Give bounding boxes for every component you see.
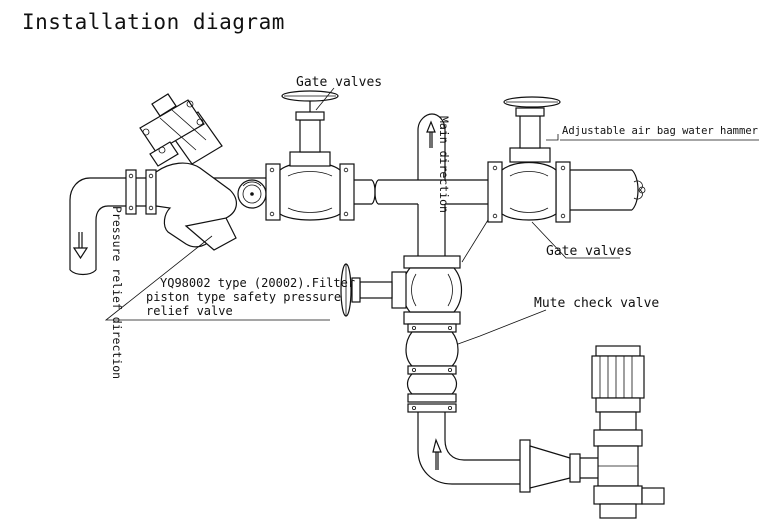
- relief-valve-label-line1: YQ98002 type (20002).Filter: [160, 276, 355, 290]
- mute-check-valve-label: Mute check valve: [534, 296, 659, 311]
- relief-valve-body: [139, 93, 237, 251]
- gate-valves-middle-label: Gate valves: [546, 244, 632, 259]
- arrow-up-icon: [426, 120, 436, 148]
- main-vertical-pipe: [417, 113, 446, 258]
- relief-valve-label-line3: relief valve: [146, 304, 233, 318]
- gate-valve-2: [487, 96, 571, 223]
- arrow-up-icon-2: [432, 438, 442, 470]
- arrow-down-icon: [72, 232, 89, 260]
- mute-check-valve: [405, 323, 459, 413]
- pump-motor-icon: [591, 345, 665, 519]
- pump-elbow-pipe: [417, 412, 598, 493]
- relief-valve-label-line2: piston type safety pressure: [146, 290, 341, 304]
- gate-valve-1: [265, 98, 355, 221]
- gate-valve-3: [340, 255, 463, 325]
- water-hammer-absorber-label: Adjustable air bag water hammer absorber: [562, 125, 759, 137]
- page-title: Installation diagram: [22, 10, 285, 34]
- relief-outlet-pipe: [69, 169, 157, 276]
- leader-lines: [104, 87, 759, 345]
- valve-handwheel-icon: [281, 90, 339, 102]
- pressure-relief-direction-label: Pressure relief direction: [110, 206, 124, 379]
- pressure-gauge-icon: [237, 179, 267, 209]
- main-direction-label: Main direction: [437, 116, 451, 213]
- water-hammer-absorber: [633, 180, 646, 200]
- gate-valves-top-label: Gate valves: [296, 75, 382, 90]
